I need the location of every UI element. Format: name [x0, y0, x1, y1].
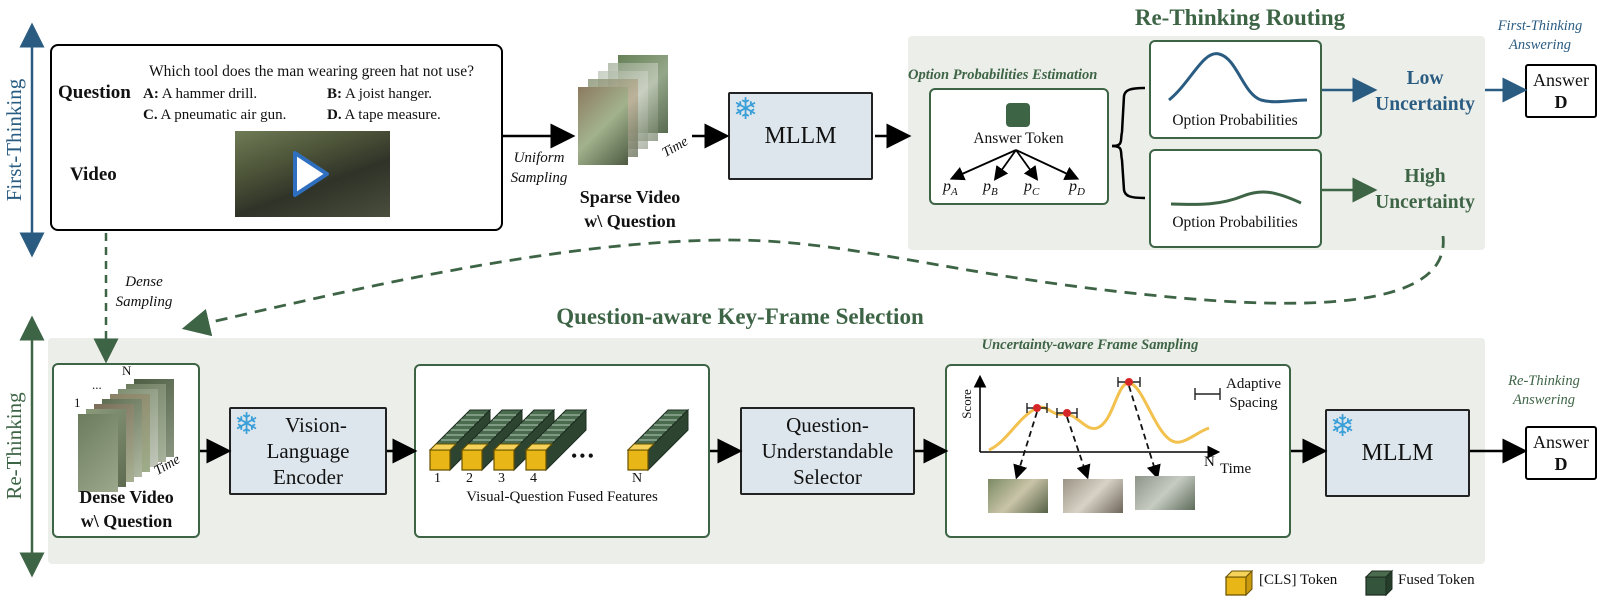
- fused-number-1: 1: [434, 471, 441, 486]
- option-a-text: A hammer drill.: [161, 86, 258, 102]
- option-c: C. A pneumatic air gun.: [143, 107, 286, 124]
- option-prob-top-box: Option Probabilities: [1149, 40, 1322, 139]
- prob-a: pA: [943, 178, 958, 199]
- low-uncertainty-label: Low Uncertainty: [1375, 68, 1475, 115]
- fused-caption: Visual-Question Fused Features: [466, 489, 658, 505]
- mllm-top-box: ❄ MLLM: [728, 92, 873, 180]
- option-prob-top-label: Option Probabilities: [1172, 112, 1298, 129]
- selector-box: Question- Understandable Selector: [740, 407, 915, 495]
- frame-sampling-title: Uncertainty-aware Frame Sampling: [981, 337, 1199, 353]
- plot-time-label: Time: [1220, 461, 1252, 477]
- option-c-key: C.: [143, 107, 158, 123]
- first-answer-letter: D: [1554, 92, 1568, 112]
- re-answer-box: Answer D: [1525, 426, 1597, 480]
- score-plot: [973, 374, 1221, 480]
- first-answering-label: First-Thinking Answering: [1497, 18, 1583, 53]
- option-d-key: D.: [327, 107, 342, 123]
- dense-one-label: 1: [74, 395, 81, 410]
- prob-b: pB: [983, 178, 998, 199]
- dense-n-label: N: [122, 363, 132, 378]
- re-answer-letter: D: [1554, 454, 1568, 474]
- question-label: Question: [58, 82, 131, 103]
- first-answer-box: Answer D: [1525, 64, 1597, 118]
- option-a-key: A:: [143, 86, 159, 102]
- frame-sampling-box: Score N Time Adaptive Spacing: [945, 364, 1291, 538]
- cls-token-legend-label: [CLS] Token: [1259, 572, 1338, 588]
- high-uncertainty-label: High Uncertainty: [1375, 166, 1475, 213]
- vision-language-encoder-box: ❄ Vision- Language Encoder: [229, 407, 387, 495]
- prob-c: pC: [1024, 178, 1040, 199]
- answer-token-label: Answer Token: [973, 130, 1064, 147]
- token-stacks: [429, 409, 689, 471]
- dense-dots-label: ...: [92, 377, 102, 392]
- sparse-video-frames: [578, 55, 678, 165]
- snowflake-icon: ❄: [1330, 410, 1356, 443]
- fused-number-2: 2: [466, 471, 473, 486]
- first-answer-label: Answer: [1533, 70, 1589, 90]
- prob-arrows: [949, 149, 1080, 181]
- re-thinking-label: Re-Thinking: [2, 392, 26, 500]
- fused-number-4: 4: [530, 471, 537, 486]
- mllm-top-label: MLLM: [764, 122, 837, 149]
- re-answering-label: Re-Thinking Answering: [1508, 373, 1580, 408]
- routing-title: Re-Thinking Routing: [1134, 5, 1346, 30]
- option-d-text: A tape measure.: [344, 107, 441, 123]
- question-video-box: Question Which tool does the man wearing…: [50, 44, 503, 231]
- first-thinking-label: First-Thinking: [2, 78, 26, 202]
- uniform-sampling-label: Uniform Sampling: [510, 150, 568, 186]
- key-frame-3: [1135, 476, 1195, 510]
- video-thumbnail[interactable]: [235, 131, 390, 217]
- key-frame-title: Question-aware Key-Frame Selection: [556, 304, 924, 329]
- flat-curve: [1170, 190, 1302, 206]
- play-icon[interactable]: [235, 131, 390, 217]
- option-prob-bottom-box: Option Probabilities: [1149, 149, 1322, 248]
- option-d: D. A tape measure.: [327, 107, 441, 124]
- re-answer-label: Answer: [1533, 432, 1589, 452]
- dense-video-frames: [76, 379, 181, 492]
- fused-number-n: N: [632, 471, 643, 486]
- fused-token-legend-icon: [1364, 569, 1394, 597]
- option-b-text: A joist hanger.: [344, 86, 433, 102]
- fused-number-3: 3: [498, 471, 505, 486]
- key-frame-1: [988, 479, 1048, 513]
- dense-sampling-label: Dense Sampling: [115, 274, 173, 310]
- cls-token-legend-icon: [1224, 569, 1254, 597]
- peaked-curve: [1168, 52, 1308, 104]
- estimation-label: Option Probabilities Estimation: [908, 67, 1098, 83]
- option-a: A: A hammer drill.: [143, 86, 257, 103]
- plot-n-label: N: [1204, 454, 1215, 470]
- answer-token-square: [1006, 103, 1030, 127]
- answer-token-box: Answer Token pA pB pC pD: [929, 88, 1109, 205]
- prob-d: pD: [1069, 178, 1085, 199]
- option-c-text: A pneumatic air gun.: [160, 107, 287, 123]
- key-frame-2: [1063, 479, 1123, 513]
- mllm-bottom-label: MLLM: [1361, 439, 1434, 466]
- snowflake-icon: ❄: [234, 408, 260, 441]
- mllm-bottom-box: ❄ MLLM: [1325, 409, 1470, 497]
- fused-ellipsis: •••: [571, 446, 596, 466]
- fused-features-box: 1 2 3 4 N ••• Visual-Question Fused Feat…: [414, 364, 710, 538]
- sparse-video-caption: Sparse Video w\ Question: [579, 187, 681, 231]
- option-b-key: B:: [327, 86, 342, 102]
- dense-video-caption: Dense Video w\ Question: [79, 487, 174, 531]
- option-b: B: A joist hanger.: [327, 86, 432, 103]
- video-label: Video: [70, 164, 117, 185]
- fused-token-legend-label: Fused Token: [1398, 572, 1475, 588]
- dense-video-box: 1 ... N Time Dense Video w\ Question: [52, 363, 200, 538]
- option-prob-bottom-label: Option Probabilities: [1172, 214, 1298, 231]
- adaptive-spacing-label: Adaptive Spacing: [1226, 376, 1281, 411]
- score-axis-label: Score: [958, 389, 974, 419]
- snowflake-icon: ❄: [733, 93, 759, 126]
- question-text: Which tool does the man wearing green ha…: [149, 63, 474, 80]
